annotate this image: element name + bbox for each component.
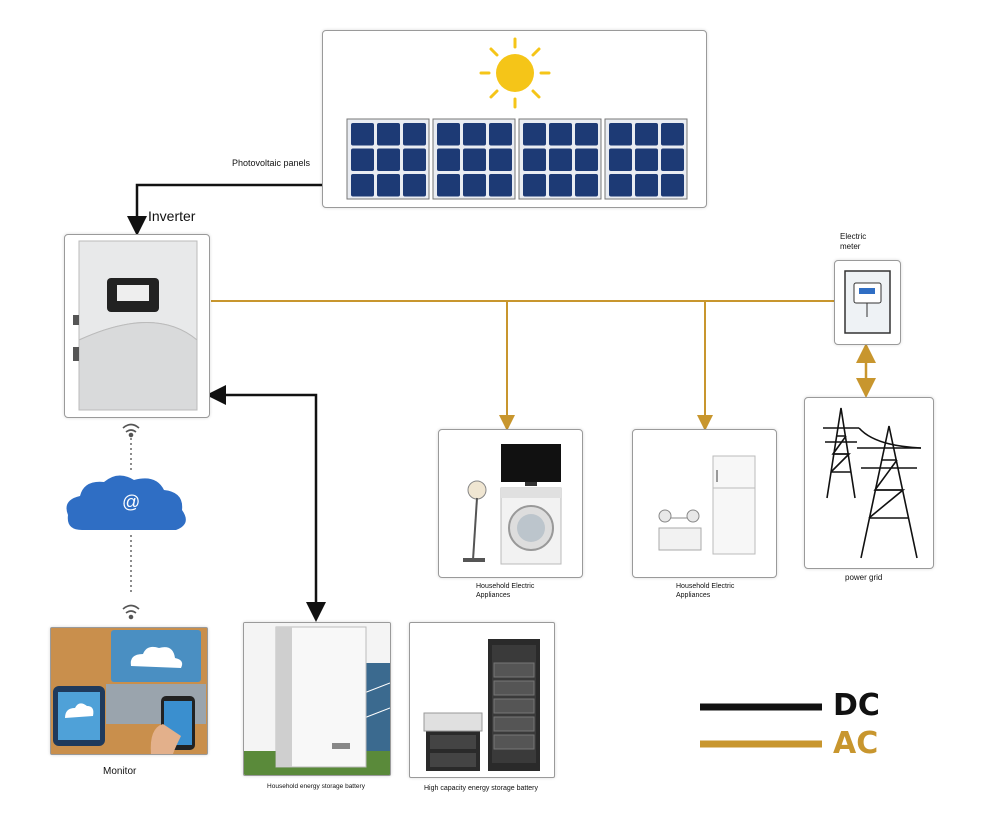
- solar-cell: [523, 123, 546, 146]
- solar-cell: [635, 123, 658, 146]
- solar-cell: [609, 123, 632, 146]
- appliances-label-2: Household Electric Appliances: [676, 583, 735, 599]
- washer-icon: [500, 487, 562, 565]
- lamp-icon: [463, 480, 487, 562]
- solar-cell: [377, 174, 400, 197]
- appliances-box-2: [632, 429, 777, 578]
- electric-meter-label: Electric meter: [840, 232, 867, 251]
- solar-cell: [661, 174, 684, 197]
- solar-cell: [403, 123, 426, 146]
- pv-panels-label: Photovoltaic panels: [232, 158, 311, 168]
- household-battery-box: [243, 622, 391, 776]
- solar-cell: [437, 123, 460, 146]
- fridge-icon: [712, 455, 756, 555]
- solar-cell: [437, 174, 460, 197]
- pylon-icon: [823, 407, 922, 559]
- solar-cell: [351, 123, 374, 146]
- monitor-image: [50, 627, 208, 755]
- light-icon: [658, 509, 702, 551]
- electric-meter-box: [834, 260, 901, 345]
- solar-cell: [489, 174, 512, 197]
- solar-cell: [489, 123, 512, 146]
- tv-washer-lamp-icon: [463, 444, 562, 565]
- power-grid-box: [804, 397, 934, 569]
- inverter-label: Inverter: [148, 208, 196, 224]
- power-grid-label: power grid: [845, 573, 883, 582]
- solar-cell: [463, 174, 486, 197]
- solar-panel-icon: [346, 37, 688, 200]
- solar-cell: [549, 123, 572, 146]
- solar-cell: [575, 123, 598, 146]
- legend-dc-label: DC: [833, 688, 880, 723]
- solar-cell: [523, 174, 546, 197]
- solar-cell: [377, 123, 400, 146]
- solar-cell: [489, 148, 512, 171]
- inverter-icon: [73, 240, 198, 411]
- solar-cell: [463, 123, 486, 146]
- high-capacity-battery-box: [409, 622, 555, 778]
- solar-cell: [549, 148, 572, 171]
- solar-cell: [575, 174, 598, 197]
- battery-icon: [244, 623, 390, 775]
- solar-cell: [351, 148, 374, 171]
- dc-line-panels-inverter: [127, 183, 322, 236]
- appliances-box-1: [438, 429, 583, 578]
- solar-cell: [549, 174, 572, 197]
- inverter-box: [64, 234, 210, 418]
- solar-cell: [635, 174, 658, 197]
- high-capacity-battery-label: High capacity energy storage battery: [423, 785, 538, 792]
- solar-cell: [463, 148, 486, 171]
- solar-cell: [661, 123, 684, 146]
- solar-cell: [635, 148, 658, 171]
- legend-ac-label: AC: [833, 726, 879, 761]
- cloud-symbol: @: [122, 492, 141, 512]
- meter-icon: [844, 270, 891, 334]
- solar-panels-box: [322, 30, 707, 208]
- battery-rack-icon: [423, 639, 540, 771]
- solar-cell: [609, 148, 632, 171]
- solar-cell: [609, 174, 632, 197]
- solar-cell: [437, 148, 460, 171]
- appliances-label-1: Household Electric Appliances: [476, 583, 535, 599]
- solar-cell: [403, 174, 426, 197]
- solar-cell: [403, 148, 426, 171]
- fridge-light-icon: [658, 455, 756, 555]
- monitor-photo-icon: [51, 628, 207, 754]
- solar-cell: [523, 148, 546, 171]
- solar-cell: [575, 148, 598, 171]
- solar-cell: [377, 148, 400, 171]
- tv-icon: [501, 444, 561, 486]
- monitor-label: Monitor: [103, 766, 137, 777]
- household-battery-label: Household energy storage battery: [267, 783, 365, 790]
- solar-cell: [661, 148, 684, 171]
- dc-line-battery-inverter: [206, 385, 326, 622]
- sun-icon: [479, 37, 551, 109]
- solar-cell: [351, 174, 374, 197]
